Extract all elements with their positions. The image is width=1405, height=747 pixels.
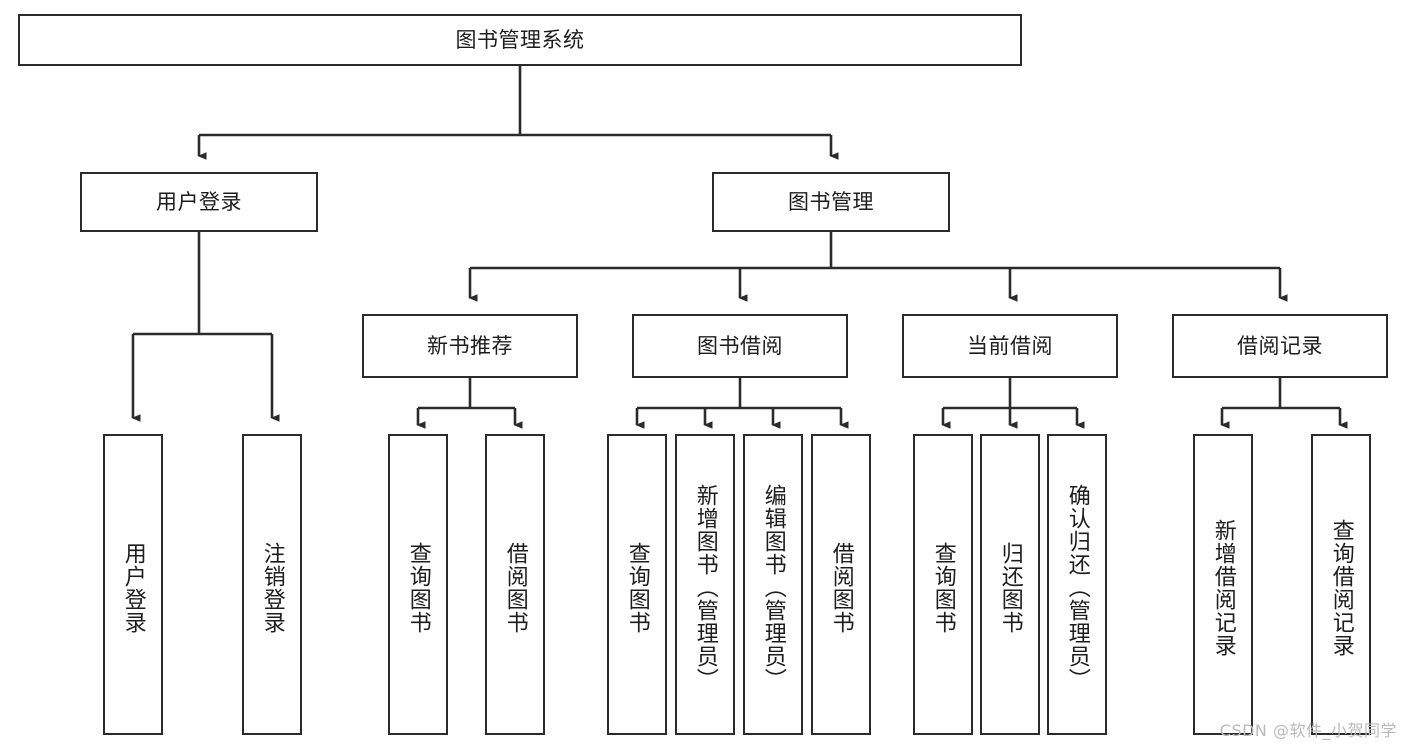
node-label: 确认归还（管理员） xyxy=(1064,484,1090,691)
leaf-borrow-book[interactable]: 借阅图书 xyxy=(811,434,871,735)
node-label: 用户登录 xyxy=(156,189,242,214)
leaf-query-book-current[interactable]: 查询图书 xyxy=(913,434,973,735)
node-label: 借阅图书 xyxy=(828,541,854,634)
node-current-borrow[interactable]: 当前借阅 xyxy=(902,314,1118,378)
node-label: 查询图书 xyxy=(405,541,431,634)
node-label: 新书推荐 xyxy=(427,333,513,358)
node-label: 用户登录 xyxy=(120,541,146,634)
node-label: 新增借阅记录 xyxy=(1210,518,1236,657)
node-label: 图书借阅 xyxy=(697,333,783,358)
node-label: 借阅记录 xyxy=(1237,333,1323,358)
leaf-add-book-admin[interactable]: 新增图书（管理员） xyxy=(675,434,735,735)
node-label: 图书管理 xyxy=(788,189,874,214)
node-root-book-management-system[interactable]: 图书管理系统 xyxy=(18,14,1022,66)
leaf-query-book-borrow[interactable]: 查询图书 xyxy=(607,434,667,735)
node-user-login[interactable]: 用户登录 xyxy=(80,172,318,232)
node-label: 注销登录 xyxy=(259,541,285,634)
node-label: 借阅图书 xyxy=(502,541,528,634)
node-book-borrow[interactable]: 图书借阅 xyxy=(632,314,848,378)
node-label: 查询借阅记录 xyxy=(1328,518,1354,657)
leaf-return-book[interactable]: 归还图书 xyxy=(980,434,1040,735)
leaf-confirm-return-admin[interactable]: 确认归还（管理员） xyxy=(1047,434,1107,735)
node-label: 新增图书（管理员） xyxy=(692,484,718,691)
node-label: 当前借阅 xyxy=(967,333,1053,358)
node-label: 编辑图书（管理员） xyxy=(760,484,786,691)
node-label: 查询图书 xyxy=(930,541,956,634)
node-new-book-recommend[interactable]: 新书推荐 xyxy=(362,314,578,378)
node-book-management[interactable]: 图书管理 xyxy=(712,172,950,232)
node-label: 归还图书 xyxy=(997,541,1023,634)
leaf-edit-book-admin[interactable]: 编辑图书（管理员） xyxy=(743,434,803,735)
leaf-user-login[interactable]: 用户登录 xyxy=(103,434,163,735)
node-label: 查询图书 xyxy=(624,541,650,634)
leaf-query-book-recommend[interactable]: 查询图书 xyxy=(388,434,448,735)
node-label: 图书管理系统 xyxy=(455,27,585,52)
leaf-query-borrow-record[interactable]: 查询借阅记录 xyxy=(1311,434,1371,735)
leaf-logout-login[interactable]: 注销登录 xyxy=(242,434,302,735)
node-borrow-record[interactable]: 借阅记录 xyxy=(1172,314,1388,378)
leaf-add-borrow-record[interactable]: 新增借阅记录 xyxy=(1193,434,1253,735)
leaf-borrow-book-recommend[interactable]: 借阅图书 xyxy=(485,434,545,735)
